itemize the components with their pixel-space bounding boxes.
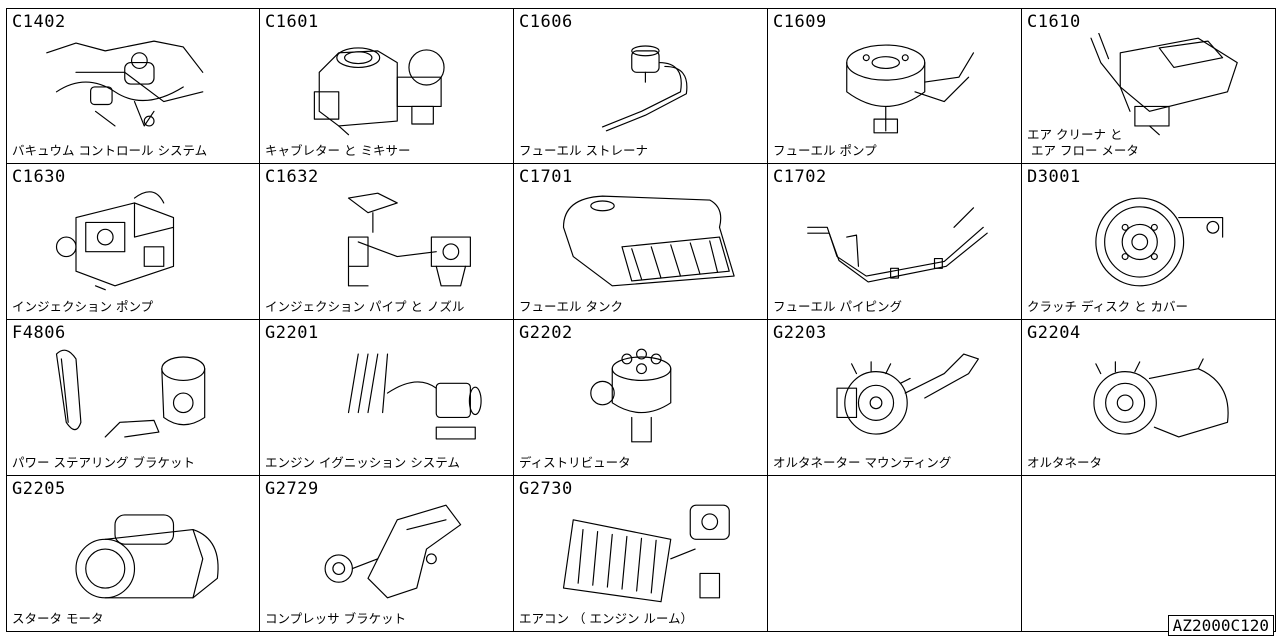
part-label: オルタネータ xyxy=(1027,455,1103,470)
part-code: C1609 xyxy=(773,12,827,32)
part-label: エンジン イグニッション システム xyxy=(265,455,460,470)
part-label: フューエル タンク xyxy=(519,299,623,314)
part-cell[interactable]: G2201 エンジン イグニッション システム xyxy=(260,320,514,476)
part-cell[interactable]: G2202 ディストリビュータ xyxy=(514,320,768,476)
part-cell[interactable]: C1610 エア クリーナ と エア フロー メータ xyxy=(1022,8,1276,164)
part-code: C1630 xyxy=(12,167,66,187)
part-cell[interactable]: C1601 キャブレター と ミキサー xyxy=(260,8,514,164)
part-code: G2201 xyxy=(265,323,319,343)
fuel-tank-icon xyxy=(544,188,739,292)
part-label: インジェクション パイプ と ノズル xyxy=(265,299,465,314)
part-cell[interactable]: C1402 バキュウム コントロール システム xyxy=(6,8,260,164)
parts-grid: C1402 バキュウム コントロール システム C1601 キャブレター と ミキサー… xyxy=(6,8,1276,636)
part-code: C1606 xyxy=(519,12,573,32)
distributor-icon xyxy=(544,344,739,448)
part-label: フューエル ストレーナ xyxy=(519,143,648,158)
part-code: G2730 xyxy=(519,479,573,499)
fuel-pump-icon xyxy=(798,33,993,137)
ignition-system-icon xyxy=(290,344,485,448)
part-label: エアコン （ エンジン ルーム） xyxy=(519,611,694,626)
part-code: G2203 xyxy=(773,323,827,343)
alternator-icon xyxy=(1052,344,1247,448)
part-label: ディストリビュータ xyxy=(519,455,631,470)
part-cell[interactable]: C1702 フューエル パイピング xyxy=(768,164,1022,320)
part-code: F4806 xyxy=(12,323,66,343)
document-id: AZ2000C120 xyxy=(1167,615,1274,636)
part-label: フューエル ポンプ xyxy=(773,143,877,158)
clutch-disc-icon xyxy=(1052,188,1247,292)
part-code: C1610 xyxy=(1027,12,1081,32)
part-code: D3001 xyxy=(1027,167,1081,187)
part-cell[interactable]: F4806 パワー ステアリング ブラケット xyxy=(6,320,260,476)
fuel-piping-icon xyxy=(798,188,993,292)
part-cell[interactable]: C1606 フューエル ストレーナ xyxy=(514,8,768,164)
part-cell[interactable]: C1609 フューエル ポンプ xyxy=(768,8,1022,164)
part-label: パワー ステアリング ブラケット xyxy=(12,455,195,470)
empty-cell xyxy=(768,476,1022,632)
part-code: G2204 xyxy=(1027,323,1081,343)
part-label: クラッチ ディスク と カバー xyxy=(1027,299,1189,314)
air-cleaner-icon xyxy=(1052,32,1247,137)
part-label: バキュウム コントロール システム xyxy=(12,143,208,158)
part-cell[interactable]: C1632 インジェクション パイプ と ノズル xyxy=(260,164,514,320)
part-code: C1601 xyxy=(265,12,319,32)
power-steering-bracket-icon xyxy=(37,344,232,448)
part-label: キャブレター と ミキサー xyxy=(265,143,411,158)
part-code: G2729 xyxy=(265,479,319,499)
part-label: インジェクション ポンプ xyxy=(12,299,154,314)
part-label: オルタネーター マウンティング xyxy=(773,455,952,470)
part-cell[interactable]: G2730 エアコン （ エンジン ルーム） xyxy=(514,476,768,632)
alternator-mounting-icon xyxy=(798,344,993,448)
compressor-bracket-icon xyxy=(290,500,485,604)
injection-pipe-nozzle-icon xyxy=(290,188,485,292)
empty-cell xyxy=(1022,476,1276,632)
part-code: C1402 xyxy=(12,12,66,32)
injection-pump-icon xyxy=(37,188,232,292)
vacuum-control-system-icon xyxy=(37,33,232,137)
part-label: エア クリーナ と エア フロー メータ xyxy=(1027,127,1139,158)
part-cell[interactable]: G2204 オルタネータ xyxy=(1022,320,1276,476)
part-label: コンプレッサ ブラケット xyxy=(265,611,407,626)
carburetor-mixer-icon xyxy=(290,33,485,137)
part-cell[interactable]: G2205 スタータ モータ xyxy=(6,476,260,632)
starter-motor-icon xyxy=(37,500,232,604)
air-conditioner-icon xyxy=(544,500,739,604)
fuel-strainer-icon xyxy=(544,33,739,137)
part-code: G2205 xyxy=(12,479,66,499)
part-code: C1701 xyxy=(519,167,573,187)
part-code: G2202 xyxy=(519,323,573,343)
part-cell[interactable]: D3001 クラッチ ディスク と カバー xyxy=(1022,164,1276,320)
part-code: C1702 xyxy=(773,167,827,187)
part-label: フューエル パイピング xyxy=(773,299,902,314)
part-cell[interactable]: C1630 インジェクション ポンプ xyxy=(6,164,260,320)
part-code: C1632 xyxy=(265,167,319,187)
part-label: スタータ モータ xyxy=(12,611,104,626)
part-cell[interactable]: G2729 コンプレッサ ブラケット xyxy=(260,476,514,632)
part-cell[interactable]: G2203 オルタネーター マウンティング xyxy=(768,320,1022,476)
part-cell[interactable]: C1701 フューエル タンク xyxy=(514,164,768,320)
